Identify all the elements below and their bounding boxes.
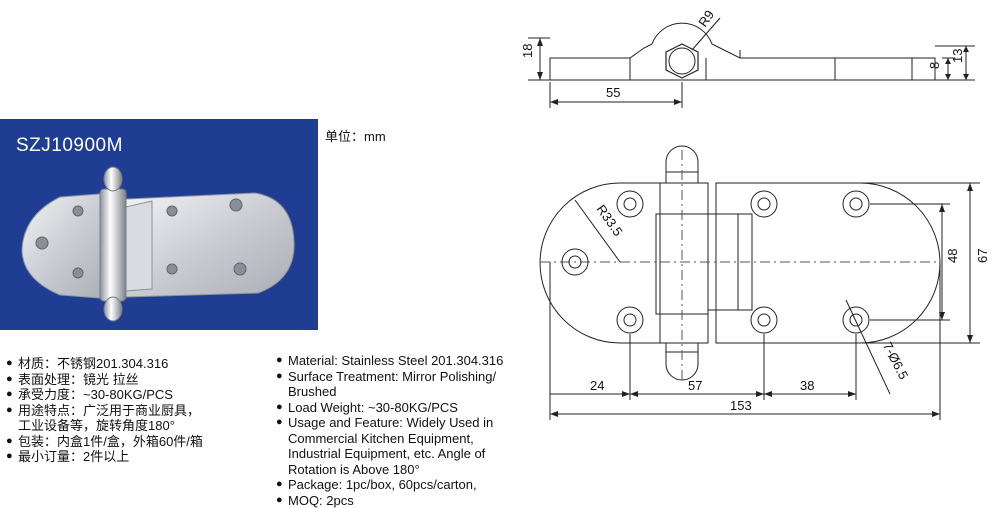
dim-side-height: 18 <box>520 44 535 58</box>
side-view <box>528 18 975 108</box>
dim-thick-a: 8 <box>927 62 942 69</box>
dim-holes: 7-Ø6.5 <box>880 340 911 382</box>
spec-en-usage-cont-3: Rotation is Above 180° <box>276 462 546 478</box>
dim-span-b: 38 <box>800 378 814 393</box>
spec-en-usage-cont-1: Commercial Kitchen Equipment, <box>276 431 546 447</box>
spec-cn-usage: 用途特点：广泛用于商业厨具， <box>6 403 276 419</box>
spec-cn-usage-cont: 工业设备等，旋转角度180° <box>6 418 276 434</box>
spec-cn-moq: 最小订量：2件以上 <box>6 449 276 465</box>
top-view <box>540 146 980 420</box>
spec-en-material: Material: Stainless Steel 201.304.316 <box>276 353 546 369</box>
spec-en-moq: MOQ: 2pcs <box>276 493 546 508</box>
spec-en-load: Load Weight: ~30-80KG/PCS <box>276 400 546 416</box>
spec-en-surface-cont: Brushed <box>276 384 546 400</box>
dim-hole-spacing: 48 <box>945 249 960 263</box>
dim-r9: R9 <box>695 7 717 29</box>
spec-cn-surface: 表面处理：镜光 拉丝 <box>6 372 276 388</box>
dim-width: 67 <box>975 249 990 263</box>
spec-en-surface: Surface Treatment: Mirror Polishing/ <box>276 369 546 385</box>
specs-english: Material: Stainless Steel 201.304.316 Su… <box>276 353 546 508</box>
spec-cn-load: 承受力度：~30-80KG/PCS <box>6 387 276 403</box>
dim-r33-5: R33.5 <box>594 202 626 239</box>
spec-en-package: Package: 1pc/box, 60pcs/carton, <box>276 477 546 493</box>
dim-span-a: 57 <box>688 378 702 393</box>
spec-cn-package: 包装：内盒1件/盒，外箱60件/箱 <box>6 434 276 450</box>
dim-side-length: 55 <box>606 85 620 100</box>
spec-en-usage-cont-2: Industrial Equipment, etc. Angle of <box>276 446 546 462</box>
dim-offset: 24 <box>590 378 604 393</box>
spec-en-usage: Usage and Feature: Widely Used in <box>276 415 546 431</box>
dim-thick-b: 13 <box>950 49 965 63</box>
specs-chinese: 材质：不锈钢201.304.316 表面处理：镜光 拉丝 承受力度：~30-80… <box>6 356 276 465</box>
spec-cn-material: 材质：不锈钢201.304.316 <box>6 356 276 372</box>
dim-total-length: 153 <box>730 398 752 413</box>
